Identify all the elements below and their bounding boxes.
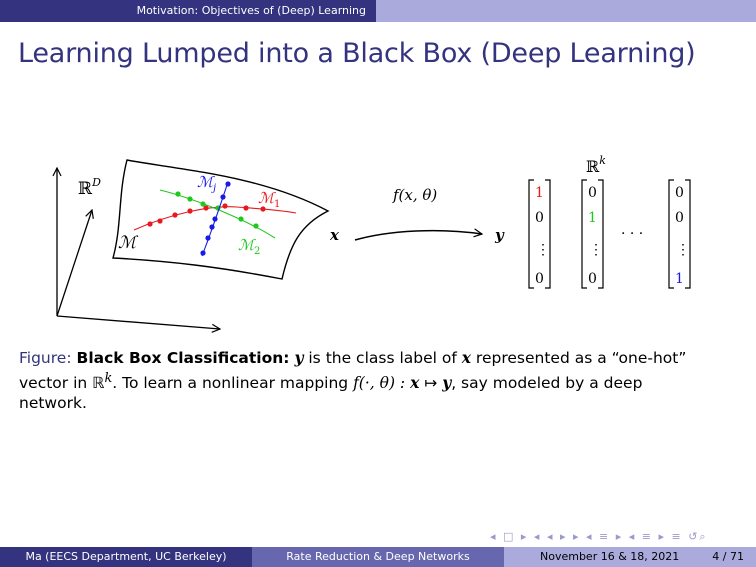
- onehot-vector-1: 1 0 ⋮ 0: [528, 179, 551, 289]
- svg-text:0: 0: [588, 185, 597, 201]
- svg-text:0: 0: [675, 185, 684, 201]
- vector-ellipsis: · · ·: [621, 226, 643, 242]
- page-number: 4 / 71: [712, 550, 744, 563]
- caption-bold: Black Box Classification:: [76, 349, 290, 367]
- submanifold-j-points: [200, 181, 231, 256]
- caption-text-4: , say modeled by a deep network.: [19, 373, 643, 413]
- caption-y: y: [294, 348, 304, 367]
- submanifold-1-label: ℳ1: [258, 189, 280, 210]
- caption-text-1: is the class label of: [303, 349, 462, 367]
- footer-date-page: November 16 & 18, 2021 4 / 71: [504, 547, 756, 567]
- svg-text:0: 0: [675, 210, 684, 226]
- z-axis: [56, 210, 92, 317]
- figure-caption: Figure: Black Box Classification: y is t…: [19, 348, 699, 414]
- caption-x: x: [461, 348, 471, 367]
- footer-author: Ma (EECS Department, UC Berkeley): [0, 547, 252, 567]
- svg-text:⋮: ⋮: [589, 242, 603, 258]
- manifold-surface: [112, 159, 330, 280]
- svg-text:1: 1: [535, 185, 544, 201]
- svg-text:0: 0: [535, 210, 544, 226]
- footer-bar: Ma (EECS Department, UC Berkeley) Rate R…: [0, 547, 756, 567]
- onehot-vector-2: 0 1 ⋮ 0: [581, 179, 604, 289]
- footer-date: November 16 & 18, 2021: [540, 550, 680, 563]
- caption-text-3: . To learn a nonlinear mapping: [112, 373, 354, 392]
- footer-talk-title: Rate Reduction & Deep Networks: [252, 547, 504, 567]
- submanifold-2-curve: [159, 189, 276, 239]
- svg-text:0: 0: [588, 271, 597, 287]
- slide-title: Learning Lumped into a Black Box (Deep L…: [18, 38, 696, 69]
- submanifold-j-label: ℳj: [197, 173, 216, 194]
- caption-maps-to: ↦: [419, 373, 443, 392]
- svg-text:0: 0: [535, 271, 544, 287]
- caption-x2: x: [410, 372, 420, 392]
- mapping-label: f(x, θ): [392, 186, 437, 204]
- svg-text:⋮: ⋮: [676, 242, 690, 258]
- mapping-arrow: [354, 231, 482, 241]
- caption-f: f(·, θ) :: [353, 373, 411, 392]
- submanifold-1-curve: [133, 206, 297, 231]
- input-x-label: x: [329, 226, 340, 244]
- beamer-navigation-icons[interactable]: ◂ □ ▸ ◂ ◂ ▸ ▸ ◂ ≡ ▸ ◂ ≡ ▸ ≡ ↺⌕: [490, 530, 708, 543]
- output-y-label: y: [494, 226, 505, 244]
- onehot-vector-k: 0 0 ⋮ 1: [668, 179, 691, 289]
- caption-y2: y: [442, 372, 452, 392]
- section-title[interactable]: Motivation: Objectives of (Deep) Learnin…: [0, 0, 376, 22]
- caption-R: ℝ: [92, 373, 105, 392]
- submanifold-j-curve: [201, 181, 229, 257]
- svg-text:1: 1: [675, 271, 684, 287]
- caption-text-2: represented as a “one-hot” vector in: [19, 349, 687, 392]
- target-space-label: ℝk: [586, 154, 606, 176]
- space-label: ℝD: [78, 176, 101, 199]
- x-axis: [56, 315, 220, 329]
- caption-label: Figure:: [19, 349, 72, 367]
- manifold-label: ℳ: [118, 233, 139, 253]
- top-navigation-bar: Motivation: Objectives of (Deep) Learnin…: [0, 0, 756, 22]
- svg-text:1: 1: [588, 210, 597, 226]
- caption-k: k: [104, 370, 113, 386]
- svg-text:⋮: ⋮: [536, 242, 550, 258]
- submanifold-2-label: ℳ2: [238, 236, 260, 257]
- submanifold-1-points: [147, 203, 266, 227]
